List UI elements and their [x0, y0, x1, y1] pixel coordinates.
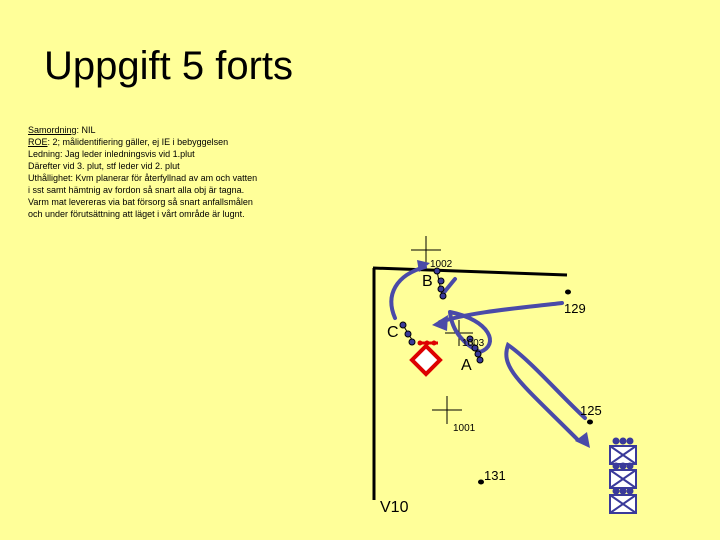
note-line: Därefter vid 3. plut, stf leder vid 2. p… — [28, 161, 180, 171]
point-label-1003: 1003 — [462, 338, 485, 349]
note-text: : 2; målidentifiering gäller, ej IE i be… — [47, 137, 229, 147]
infantry-unit-icon — [609, 437, 637, 465]
arrowhead-icon — [417, 260, 430, 272]
boundary-north — [372, 266, 568, 277]
note-line: Uthållighet: Kvm planerar för återfyllna… — [28, 173, 258, 183]
infantry-units — [609, 437, 637, 514]
note-text: : NIL — [76, 125, 96, 135]
height-label-131: 131 — [484, 468, 506, 483]
height-dot-131 — [478, 479, 484, 485]
enemy-diamond-icon — [409, 340, 443, 377]
height-dot-125 — [587, 419, 593, 425]
infantry-unit-icon — [609, 487, 637, 514]
infantry-unit-icon — [609, 462, 637, 489]
point-label-1002: 1002 — [430, 259, 453, 270]
point-label-1001: 1001 — [453, 423, 476, 434]
arrowhead-icon — [432, 315, 448, 331]
objective-label-b: B — [422, 273, 433, 290]
note-line: Varm mat levereras via bat försorg så sn… — [28, 197, 253, 207]
strongpoint-icon — [399, 321, 416, 346]
height-label-125: 125 — [580, 403, 602, 418]
arrow-c-north — [389, 265, 427, 320]
grid-cross-icon — [411, 236, 441, 266]
slide-title: Uppgift 5 forts — [44, 44, 294, 88]
grid-cross-icon — [432, 396, 462, 424]
note-line-roe: ROE: 2; målidentifiering gäller, ej IE i… — [28, 136, 257, 148]
objective-label-a: A — [461, 357, 472, 374]
order-notes: Samordning: NIL ROE: 2; målidentifiering… — [28, 124, 257, 220]
objective-label-c: C — [387, 324, 399, 341]
arrowhead-icon — [575, 432, 590, 448]
note-line: och under förutsättning att läget i vårt… — [28, 209, 245, 219]
note-label: ROE — [28, 137, 48, 147]
arrow-approach — [504, 341, 587, 442]
height-dot-129 — [565, 289, 571, 295]
note-line: Ledning: Jag leder inledningsvis vid 1.p… — [28, 149, 195, 159]
strongpoint-icon — [466, 335, 484, 364]
height-label-129: 129 — [564, 301, 586, 316]
strongpoint-icon — [433, 267, 447, 300]
note-label: Samordning — [28, 125, 77, 135]
note-line-coordination: Samordning: NIL — [28, 124, 257, 136]
sector-label: V10 — [380, 499, 409, 516]
boundary-lines — [372, 266, 568, 500]
note-line: i sst samt hämtnig av fordon så snart al… — [28, 185, 245, 195]
